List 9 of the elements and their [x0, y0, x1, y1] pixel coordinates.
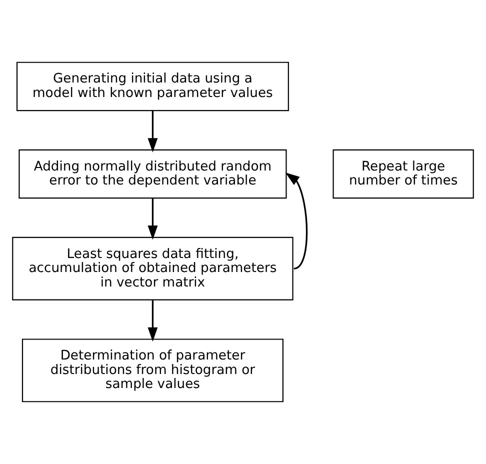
node-box: Adding normally distributed random error to the dependent variable — [18, 149, 287, 199]
arrow — [148, 300, 158, 342]
node-box: Generating initial data using a model with known parameter values — [16, 62, 289, 112]
node-box: Least squares data fitting, accumulation of obtained parameters in vector matrix — [12, 236, 294, 300]
arrow — [285, 172, 308, 270]
arrow — [148, 110, 158, 152]
node-box: Determination of parameter distributions from histogram or sample values — [22, 338, 284, 402]
node-box: Repeat large number of times — [332, 149, 474, 199]
arrow — [148, 198, 158, 240]
